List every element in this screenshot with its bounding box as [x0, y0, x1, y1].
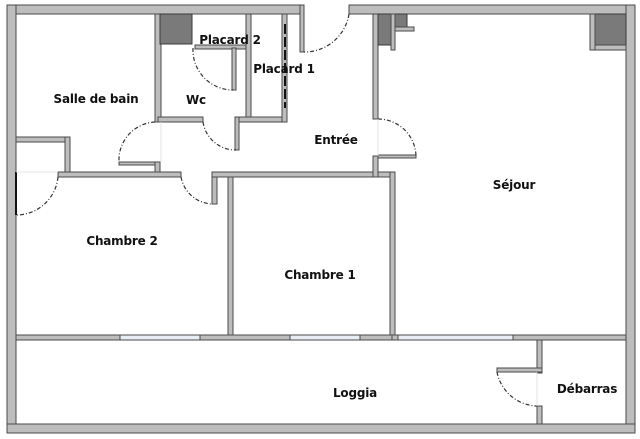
room-label-loggia: Loggia [332, 386, 378, 400]
room-label-salle-de-bain: Salle de bain [53, 92, 139, 106]
room-label-chambre-2: Chambre 2 [86, 234, 158, 248]
room-label-wc: Wc [186, 93, 206, 107]
room-label-sejour: Séjour [492, 178, 536, 192]
door-swings [15, 13, 538, 407]
room-label-placard-1: Placard 1 [253, 62, 315, 76]
walls [6, 4, 636, 434]
windows [119, 334, 514, 341]
opening-lines [16, 119, 538, 406]
room-label-placard-2: Placard 2 [199, 33, 261, 47]
room-label-entree: Entrée [314, 133, 358, 147]
room-label-debarras: Débarras [556, 382, 618, 396]
room-label-chambre-1: Chambre 1 [284, 268, 356, 282]
duct-surrounds [390, 13, 627, 51]
